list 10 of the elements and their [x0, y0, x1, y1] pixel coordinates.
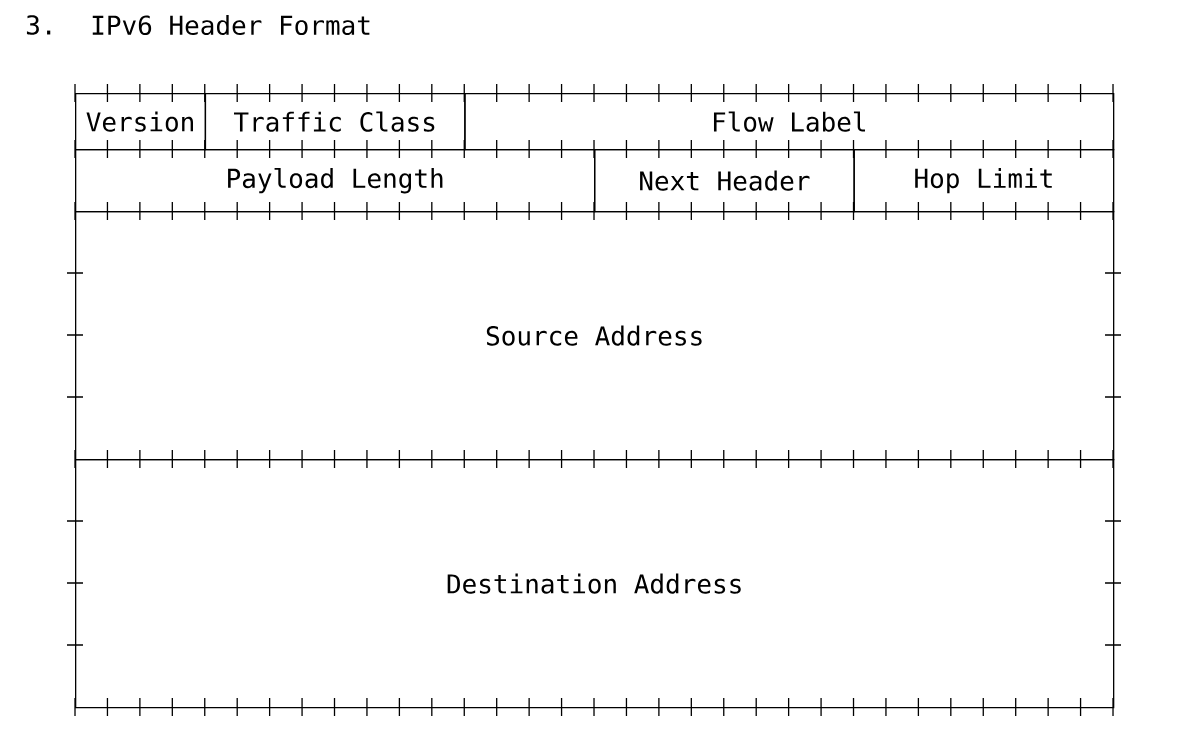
- section-number: 3.: [26, 15, 51, 35]
- field-box: Destination Address: [75, 459, 1115, 709]
- field-box: Payload Length: [75, 149, 596, 213]
- field-box: Hop Limit: [853, 149, 1115, 213]
- title: IPv6 Header Format: [92, 14, 370, 36]
- field-box: Next Header: [594, 149, 855, 213]
- field-box: Source Address: [75, 211, 1115, 461]
- field-box: Version: [75, 93, 207, 151]
- field-box: Traffic Class: [204, 93, 466, 151]
- field-box: Flow Label: [464, 93, 1115, 151]
